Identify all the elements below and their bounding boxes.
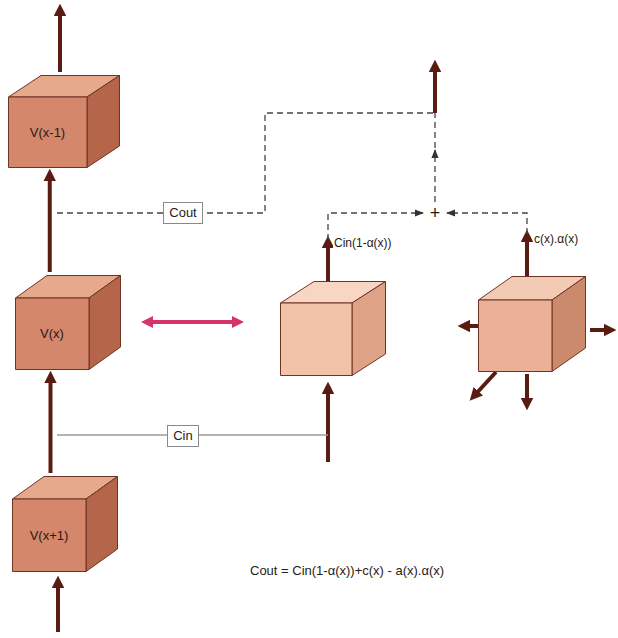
- cube-outline: [280, 281, 386, 376]
- cell-label: V(x-1): [30, 125, 65, 141]
- cube-outline: [12, 476, 118, 572]
- cell-label: V(x): [40, 326, 64, 342]
- cube-face: V(x): [15, 298, 89, 370]
- flow-label: Cin(1-α(x)): [333, 236, 393, 250]
- cell-label: V(x+1): [30, 528, 69, 544]
- cube-outline: [15, 275, 121, 370]
- signal-box: Cout: [163, 202, 202, 224]
- signal-box: Cin: [167, 425, 199, 447]
- cell-cube: V(x-1): [8, 75, 120, 168]
- signal-label: Cout: [169, 205, 196, 221]
- dashed-output-lines: [57, 113, 527, 240]
- exchange-arrow: [147, 320, 238, 324]
- cell-cube: V(x): [15, 275, 121, 370]
- cube-face: [478, 300, 552, 372]
- flow-arrows: [58, 10, 610, 632]
- flow-arrow: [49, 377, 53, 473]
- cube-face: [280, 303, 352, 376]
- cell-cube: V(x+1): [12, 476, 118, 572]
- flow-label: c(x).α(x): [533, 232, 579, 246]
- cell-cube: c(x).α(x): [478, 276, 586, 372]
- sum-symbol: +: [430, 203, 441, 224]
- cube-face: V(x+1): [12, 499, 86, 572]
- cell-cube: Cin(1-α(x)): [280, 281, 386, 376]
- formula-text: Cout = Cin(1-α(x))+c(x) - a(x).α(x): [250, 563, 444, 578]
- signal-label: Cin: [173, 428, 193, 444]
- cube-face: V(x-1): [8, 97, 87, 168]
- cube-outline: [478, 276, 586, 372]
- flow-arrow: [48, 175, 52, 272]
- cube-outline: [8, 75, 120, 168]
